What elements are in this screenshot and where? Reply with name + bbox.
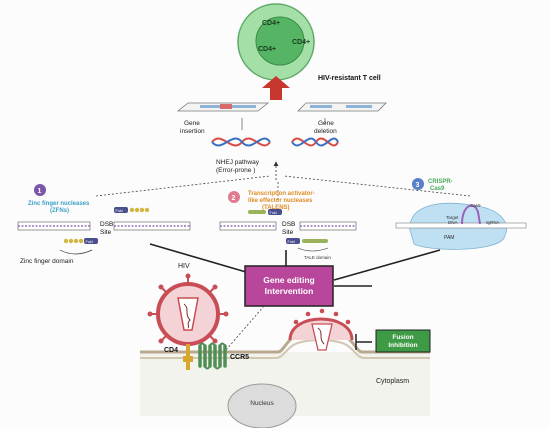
zfn-number-badge — [34, 184, 46, 196]
crispr-number: 3 — [416, 182, 420, 189]
fusing-virus — [288, 308, 354, 351]
crispr-connector — [333, 249, 441, 281]
crispr-number-badge — [412, 178, 424, 190]
crispr-dotted-line — [283, 175, 471, 197]
talen-foki-top: FokI — [270, 211, 277, 215]
gene-deletion-dna — [297, 102, 387, 112]
result-arrow — [262, 76, 290, 100]
cytoplasm-label: Cytoplasm — [376, 378, 409, 385]
cell-label-bottom: CD4+ — [258, 46, 276, 53]
cell-label-right: CD4+ — [292, 39, 310, 46]
zfn-title: Zinc finger nucleases(ZFNs) — [28, 201, 90, 214]
hiv-label: HIV — [178, 263, 190, 270]
zfn-foki-top: FokI — [116, 209, 123, 213]
cell-nucleus — [255, 16, 305, 66]
talen-title: Transcription activator-like effector nu… — [248, 191, 315, 211]
nucleus — [227, 383, 297, 428]
sgrna-label: sgRNA — [486, 220, 499, 225]
zfn-domain-label: Zinc finger domain — [20, 258, 74, 265]
talen-section: 2 Transcription activator-like effector … — [219, 191, 357, 260]
hiv-virus: HIV — [147, 263, 229, 350]
dna-helix-left — [211, 137, 271, 147]
crispr-title: CRISPR-Cas9 — [428, 179, 453, 192]
cell-label-top: CD4+ — [262, 20, 280, 27]
nhej-label: NHEJ pathway(Error-prone ) — [216, 159, 260, 174]
cd4-receptor: CD4 — [164, 344, 193, 370]
zfn-section: 1 Zinc finger nucleases(ZFNs) FokI FokI … — [17, 184, 191, 265]
dna-helix-right — [291, 137, 339, 147]
nucleus-label: Nucleus — [250, 400, 274, 407]
gene-insertion-dna — [176, 102, 270, 112]
zfn-number: 1 — [38, 188, 42, 195]
talen-number-badge — [228, 191, 240, 203]
zfn-foki-bottom: FokI — [86, 240, 93, 244]
fusion-inhibition-box — [375, 329, 431, 353]
zfn-dotted-line — [95, 175, 271, 197]
talen-domain-label: TALE domain — [304, 255, 331, 260]
crispr-dna — [395, 222, 527, 229]
result-label: HIV-resistant T cell — [318, 75, 381, 82]
t-cell: CD4+ CD4+ CD4+ — [237, 3, 315, 81]
talen-number: 2 — [232, 195, 236, 202]
ccr5-label: CCR5 — [230, 354, 249, 361]
zfn-connector — [149, 243, 247, 273]
cd4-label: CD4 — [164, 347, 178, 354]
pam-label: PAM — [444, 235, 454, 241]
gene-editing-box — [244, 265, 334, 307]
box-to-cell-dotted — [225, 305, 265, 351]
cas9-label: Cas9 — [470, 203, 481, 208]
talen-foki-bottom: FokI — [288, 240, 295, 244]
ccr5-receptor: CCR5 — [198, 342, 249, 370]
